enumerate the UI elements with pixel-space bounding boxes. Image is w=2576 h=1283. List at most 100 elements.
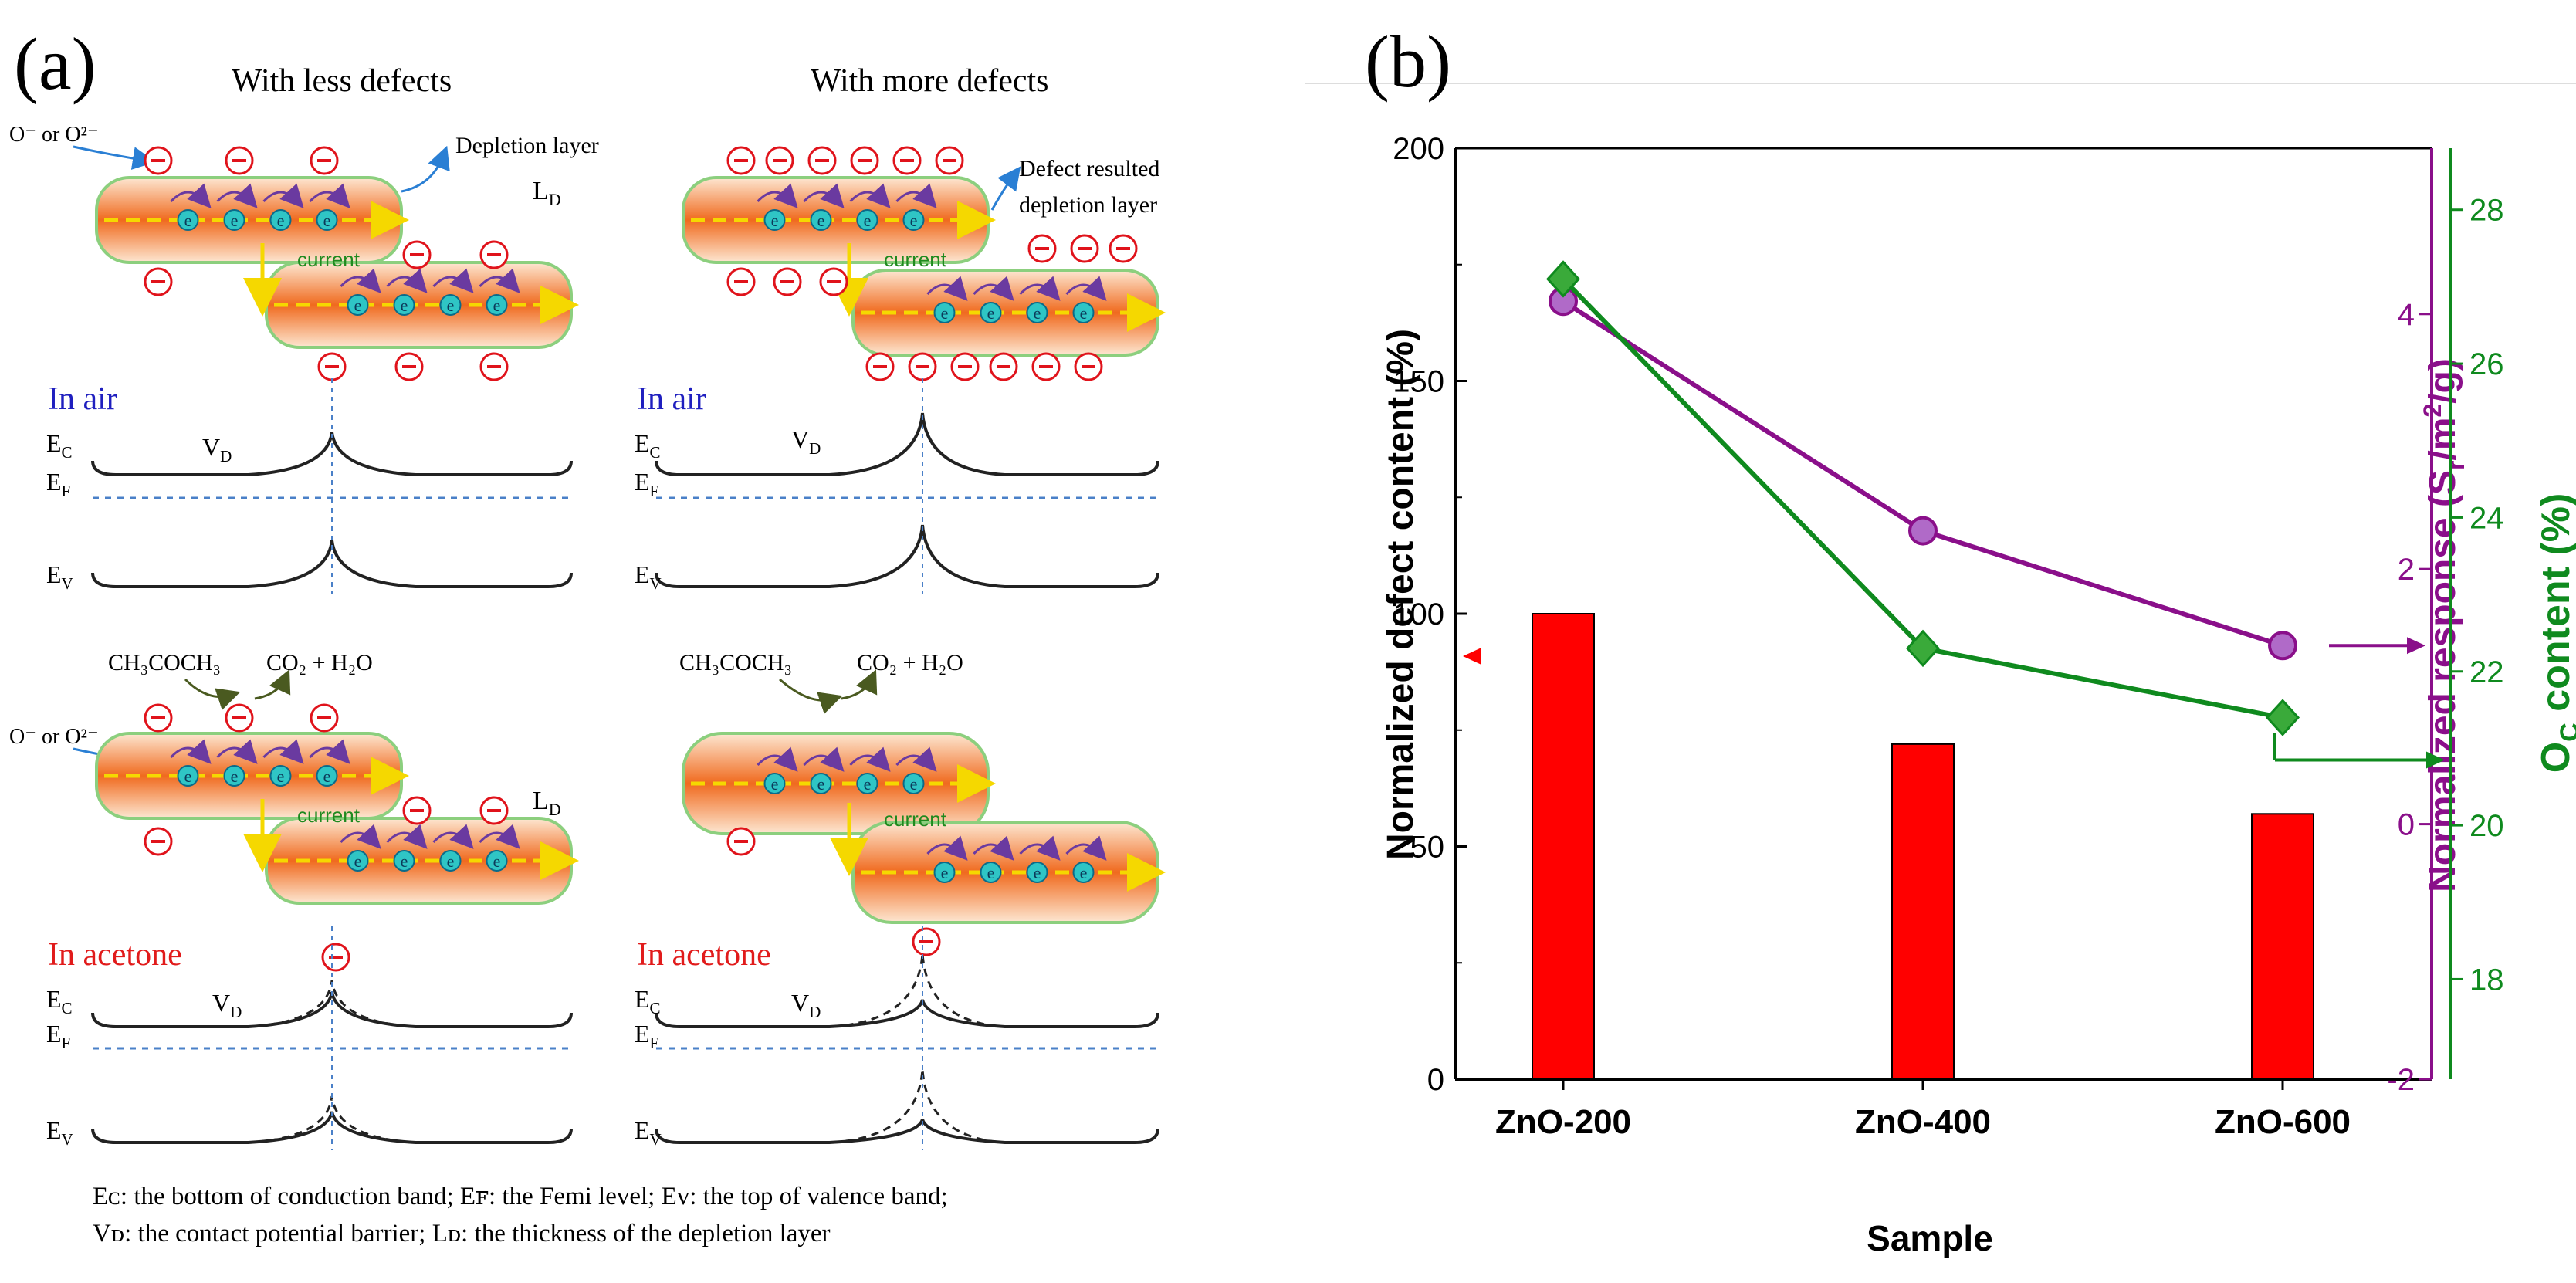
electron-symbol: e [447,296,455,315]
electron-symbol: e [354,851,362,871]
electron-hop-arrow [386,824,428,849]
electron-symbol: e [401,851,408,871]
electron [763,773,786,794]
electron [393,294,415,316]
electron [933,862,956,883]
ev-label-air-left: EV [46,560,73,593]
y-left-tick-label: 50 [1410,831,1445,865]
ld-label-bottom: LD [533,787,561,819]
y-left-tick-label: 0 [1427,1063,1444,1097]
y-left-tick-label: 100 [1393,597,1444,631]
electron-hop-arrow [340,824,381,849]
electron-hop-arrow [170,739,212,764]
electron-hop-arrow [803,746,845,772]
ec-label-acetone-right: EC [635,985,661,1017]
electron [980,862,1002,883]
electron [269,209,292,231]
electron [810,209,832,231]
electron-symbol: e [864,211,872,230]
x-tick-label: ZnO-600 [2215,1103,2351,1141]
electron [763,209,786,231]
electron-hop-arrow [309,183,350,208]
y-left-axis-label: Normalized defect content (%) [1380,329,1421,860]
electron-symbol: e [864,774,872,794]
electron [439,294,462,316]
ev-label-acetone-left: EV [46,1116,73,1149]
electron-symbol: e [817,211,825,230]
electron-hop-arrow [340,268,381,293]
valence-band-acetone-right-dashed [655,1068,1159,1144]
panel-b-chart: (b) Sample Normalized defect content (%)… [1305,0,2576,1283]
electron-hop-arrow [216,739,258,764]
indicator-arrow-oc-head [2426,751,2445,769]
defect-schematic: (a) With less defects With more defects … [9,22,1166,1247]
electron [393,850,415,872]
conduction-band-air-right [655,412,1159,476]
electron [810,773,832,794]
x-tick-label: ZnO-400 [1855,1103,1991,1141]
electron-hop-arrow [926,276,968,301]
electron-hop-arrow [432,824,474,849]
electron-hop-arrow [926,835,968,861]
electron-hop-arrow [262,739,304,764]
y-right2-axis-label: OC content (%) [2534,493,2576,774]
products-right: CO₂ + H₂O [857,650,963,675]
depletion-layer-label: Depletion layer [455,133,599,158]
electron-hop-arrow [895,746,937,772]
electron [177,209,199,231]
electron-symbol: e [323,211,331,230]
ev-label-air-right: EV [635,560,662,593]
defect-depletion-label-1: Defect resulted [1019,156,1159,181]
electron-symbol: e [987,303,995,323]
electron-symbol: e [354,296,362,315]
acetone-formula-left: CH₃COCH₃ [108,650,221,675]
electron [223,765,245,787]
panel-a-schematic: (a) With less defects With more defects … [0,0,1270,1283]
electron-symbol: e [184,211,192,230]
electron-symbol: e [493,296,501,315]
electron-symbol: e [447,851,455,871]
vd-label-air-right: VD [791,425,821,458]
electron [933,302,956,323]
ef-label-acetone-left: EF [46,1020,70,1052]
y-right2-tick-label: 26 [2469,347,2504,381]
electron-symbol: e [910,774,918,794]
electron-hop-arrow [479,268,520,293]
defect-depletion-label-2: depletion layer [1019,192,1157,218]
electron-symbol: e [231,211,239,230]
y-right1-tick-label: 0 [2398,808,2415,842]
y-right1-tick-label: 2 [2398,553,2415,587]
electron-symbol: e [231,767,239,786]
indicator-arrow-bar-head [1463,648,1481,665]
electron [223,209,245,231]
col-left-title: With less defects [232,63,452,99]
panel-b-label: (b) [1365,20,1451,103]
y-right1-axis-label: Normalized response (Sr/m2/g) [2419,358,2469,892]
electron-symbol: e [277,211,285,230]
point-oc-content [2265,699,2300,736]
electron [486,294,508,316]
y-right2-tick-label: 20 [2469,809,2504,843]
acetone-formula-right: CH₃COCH₃ [679,650,792,675]
electron-symbol: e [987,863,995,882]
in-air-left: In air [48,381,117,417]
electron-symbol: e [1080,863,1088,882]
electron [980,302,1002,323]
line-normalized-response [1562,299,2283,648]
electron [347,294,369,316]
electron-hop-arrow [170,183,212,208]
current-label-3: current [297,804,361,827]
electron-symbol: e [1080,303,1088,323]
ev-label-acetone-right: EV [635,1116,662,1149]
adsorbed-species-bottom: O⁻ or O²⁻ [9,725,99,749]
indicator-arrow-response-head [2407,637,2425,655]
electron [902,209,925,231]
vd-label-acetone-right: VD [791,989,821,1021]
electron [439,850,462,872]
electron [1026,302,1048,323]
electron-symbol: e [184,767,192,786]
